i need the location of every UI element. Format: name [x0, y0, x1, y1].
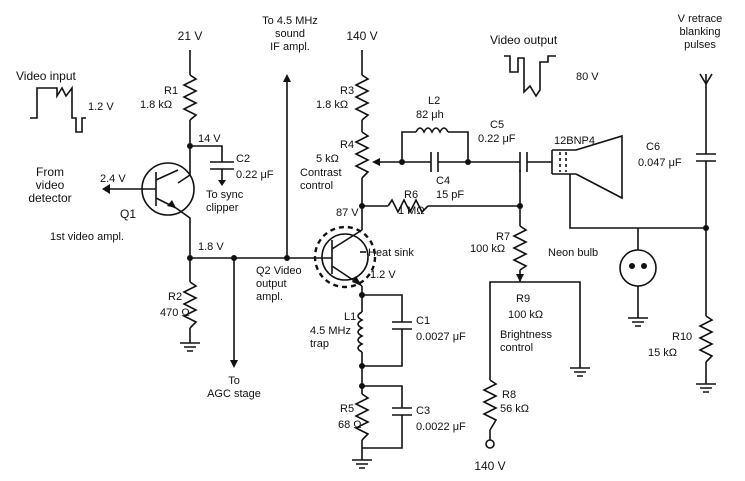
schematic-labels: 21 V 140 V 140 V Video input 1.2 V Video outp…: [16, 13, 722, 473]
r2-resistor: [182, 281, 198, 329]
neon-bulb: [619, 249, 657, 287]
c6-ref: C6: [646, 141, 660, 153]
video-output-amplitude: 80 V: [576, 71, 599, 83]
r10-ref: R10: [672, 331, 692, 343]
r2-ref: R2: [168, 291, 182, 303]
q2-emitter-v: 1.2 V: [370, 269, 396, 281]
video-input-label: Video input: [16, 69, 76, 83]
l2-inductor: [415, 127, 449, 134]
r1-resistor: [182, 74, 198, 121]
supply-140v-bottom: 140 V: [474, 459, 505, 473]
r4-ref: R4: [340, 139, 354, 151]
r8-resistor: [482, 379, 498, 431]
r8-value: 56 kΩ: [500, 403, 529, 415]
supply-140v-top: 140 V: [346, 29, 377, 43]
q1-emitter-v: 1.8 V: [198, 241, 224, 253]
r7-value: 100 kΩ: [470, 243, 505, 255]
supply-21v: 21 V: [178, 29, 203, 43]
c3-ref: C3: [416, 405, 430, 417]
r3-resistor: [354, 74, 370, 121]
c4-value: 15 pF: [436, 189, 464, 201]
c3-capacitor: [392, 407, 412, 416]
c1-capacitor: [392, 321, 412, 330]
r6-value: 1 MΩ: [398, 205, 425, 217]
c4-capacitor: [430, 152, 439, 172]
r7-resistor: [512, 225, 528, 271]
q2-transistor: [321, 233, 369, 281]
q1-description: 1st video ampl.: [50, 231, 124, 243]
l1-inductor: [357, 311, 364, 353]
r8-ref: R8: [502, 389, 516, 401]
video-output-label: Video output: [490, 33, 558, 47]
r3-value: 1.8 kΩ: [316, 99, 348, 111]
r5-value: 68 Ω: [338, 419, 362, 431]
c5-capacitor: [519, 152, 528, 172]
q1-name: Q1: [120, 207, 136, 221]
c3-value: 0.0022 μF: [416, 421, 466, 433]
video-input-amplitude: 1.2 V: [88, 101, 114, 113]
crt-12bnp4: [551, 134, 623, 200]
l1-ref: L1: [344, 311, 356, 323]
r5-resistor: [354, 393, 370, 441]
q2-collector-v: 87 V: [336, 207, 359, 219]
r9-value: 100 kΩ: [508, 309, 543, 321]
r6-resistor: [387, 198, 429, 214]
c6-value: 0.047 μF: [638, 157, 682, 169]
q1-collector-v: 14 V: [198, 133, 221, 145]
heat-sink: [313, 225, 377, 289]
video-input-waveform: [30, 85, 86, 133]
r4-value: 5 kΩ: [316, 153, 339, 165]
l2-ref: L2: [428, 95, 440, 107]
circuit-wiring: [30, 50, 716, 469]
tube-label: 12BNP4: [554, 135, 595, 147]
r1-value: 1.8 kΩ: [140, 99, 172, 111]
r2-value: 470 Ω: [160, 307, 190, 319]
r10-value: 15 kΩ: [648, 347, 677, 359]
r1-ref: R1: [164, 85, 178, 97]
c2-capacitor: [210, 161, 234, 170]
r10-resistor: [698, 315, 714, 363]
r6-ref: R6: [404, 189, 418, 201]
r5-ref: R5: [340, 403, 354, 415]
l2-value: 82 μh: [416, 109, 444, 121]
c2-ref: C2: [236, 153, 250, 165]
neon-label: Neon bulb: [548, 247, 598, 259]
r7-ref: R7: [496, 231, 510, 243]
r9-ref: R9: [516, 293, 530, 305]
c6-capacitor: [696, 153, 716, 162]
c2-value: 0.22 μF: [236, 169, 274, 181]
video-output-waveform: [504, 55, 556, 98]
q2-heat-sink: Heat sink: [368, 247, 414, 259]
c1-value: 0.0027 μF: [416, 331, 466, 343]
c4-ref: C4: [436, 175, 450, 187]
c1-ref: C1: [416, 315, 430, 327]
c5-ref: C5: [490, 119, 504, 131]
input-level: 2.4 V: [100, 173, 126, 185]
c5-value: 0.22 μF: [478, 133, 516, 145]
r3-ref: R3: [340, 85, 354, 97]
r4-resistor: [354, 131, 370, 179]
